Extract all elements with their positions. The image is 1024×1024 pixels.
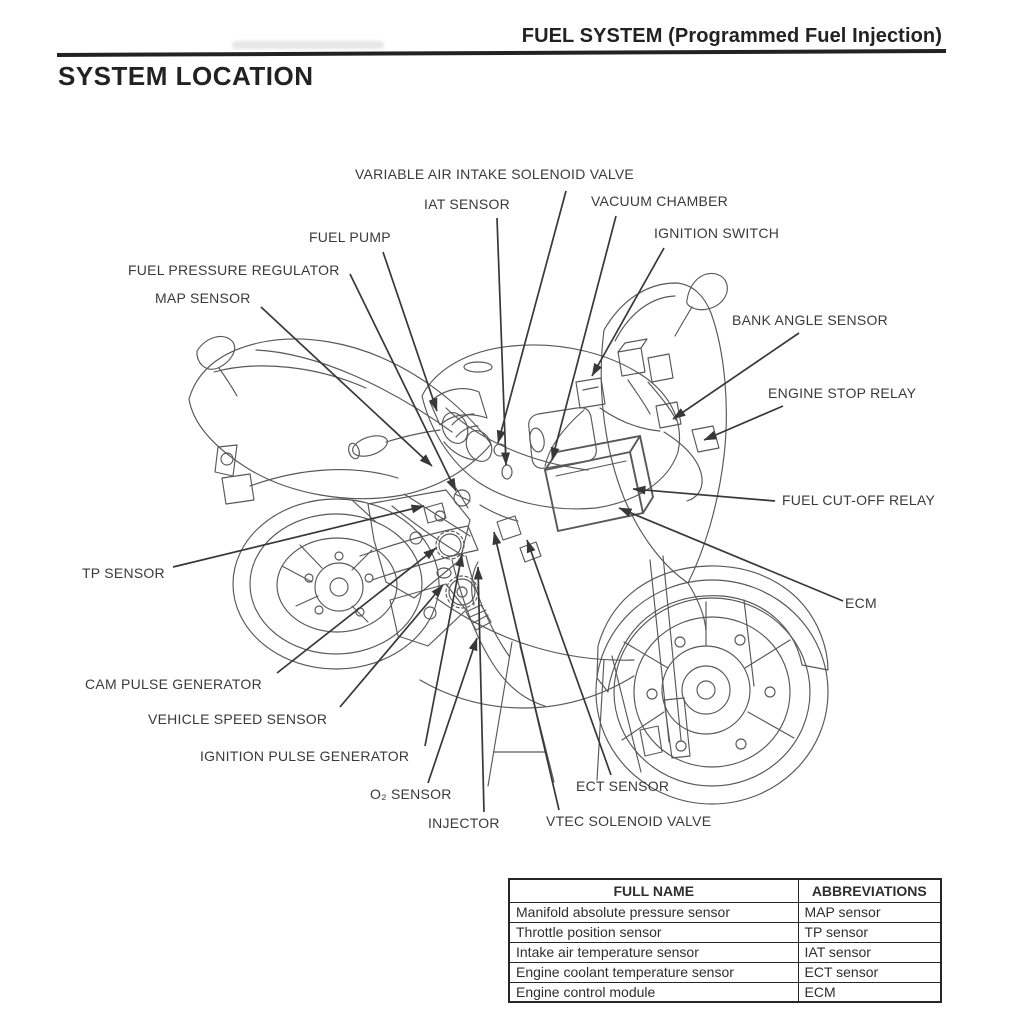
- callout-injector: INJECTOR: [428, 815, 500, 831]
- leader-line-cam-pulse-generator: [276, 547, 437, 674]
- leader-line-fuel-pump: [382, 251, 438, 412]
- callout-tp-sensor: TP SENSOR: [82, 565, 165, 581]
- leader-line-tp-sensor: [172, 504, 425, 568]
- scan-artifact: [232, 41, 384, 49]
- leader-line-vtec-solenoid-valve: [492, 531, 560, 811]
- table-cell: Engine control module: [508, 981, 799, 1003]
- leader-line-ignition-pulse-generator: [424, 553, 465, 747]
- leader-line-variable-air-intake-solenoid-valve: [496, 190, 567, 444]
- callout-map-sensor: MAP SENSOR: [155, 290, 251, 306]
- callout-vehicle-speed-sensor: VEHICLE SPEED SENSOR: [148, 711, 328, 727]
- callout-iat-sensor: IAT SENSOR: [424, 196, 511, 212]
- callout-fuel-cut-off-relay: FUEL CUT-OFF RELAY: [782, 492, 936, 508]
- callout-fuel-pressure-regulator: FUEL PRESSURE REGULATOR: [128, 262, 340, 278]
- callout-bank-angle-sensor: BANK ANGLE SENSOR: [732, 312, 888, 328]
- table-cell: ECT sensor: [797, 961, 942, 983]
- leader-line-vehicle-speed-sensor: [339, 584, 444, 708]
- callout-ecm: ECM: [845, 595, 877, 611]
- callout-engine-stop-relay: ENGINE STOP RELAY: [768, 385, 917, 401]
- table-cell: TP sensor: [797, 921, 942, 943]
- leader-line-injector: [473, 566, 485, 813]
- table-cell: Manifold absolute pressure sensor: [508, 901, 799, 923]
- table-header-cell: ABBREVIATIONS: [797, 878, 942, 903]
- leader-line-vacuum-chamber: [550, 215, 617, 461]
- callout-vacuum-chamber: VACUUM CHAMBER: [591, 193, 729, 209]
- page-header: FUEL SYSTEM (Programmed Fuel Injection): [521, 25, 942, 47]
- leader-line-fuel-pressure-regulator: [349, 273, 457, 492]
- callout-o2-sensor: O₂ SENSOR: [370, 786, 452, 802]
- leader-line-o2-sensor: [427, 637, 478, 784]
- leader-line-bank-angle-sensor: [672, 332, 800, 420]
- motorcycle-line-art: [188, 272, 829, 805]
- callout-ignition-pulse-generator: IGNITION PULSE GENERATOR: [200, 748, 410, 764]
- callout-ignition-switch: IGNITION SWITCH: [654, 225, 780, 241]
- callout-ect-sensor: ECT SENSOR: [576, 778, 670, 794]
- table-cell: ECM: [797, 981, 942, 1003]
- callout-leader-lines: [172, 190, 844, 813]
- leader-line-ignition-switch: [591, 247, 665, 377]
- table-cell: Intake air temperature sensor: [508, 941, 799, 963]
- leader-line-fuel-cut-off-relay: [632, 485, 776, 502]
- leader-line-engine-stop-relay: [703, 405, 784, 441]
- callout-vtec-solenoid-valve: VTEC SOLENOID VALVE: [546, 813, 712, 829]
- callout-variable-air-intake-solenoid-valve: VARIABLE AIR INTAKE SOLENOID VALVE: [355, 166, 634, 182]
- leader-line-ect-sensor: [526, 539, 612, 776]
- table-cell: IAT sensor: [797, 941, 942, 963]
- table-header-cell: FULL NAME: [508, 878, 799, 903]
- table-cell: Throttle position sensor: [508, 921, 799, 943]
- leader-line-iat-sensor: [496, 217, 511, 466]
- table-cell: MAP sensor: [797, 901, 942, 923]
- callout-fuel-pump: FUEL PUMP: [309, 229, 391, 245]
- callout-cam-pulse-generator: CAM PULSE GENERATOR: [85, 676, 262, 692]
- leader-line-ecm: [618, 507, 844, 602]
- leader-line-map-sensor: [260, 306, 433, 467]
- table-cell: Engine coolant temperature sensor: [508, 961, 799, 983]
- page-title: SYSTEM LOCATION: [58, 61, 314, 91]
